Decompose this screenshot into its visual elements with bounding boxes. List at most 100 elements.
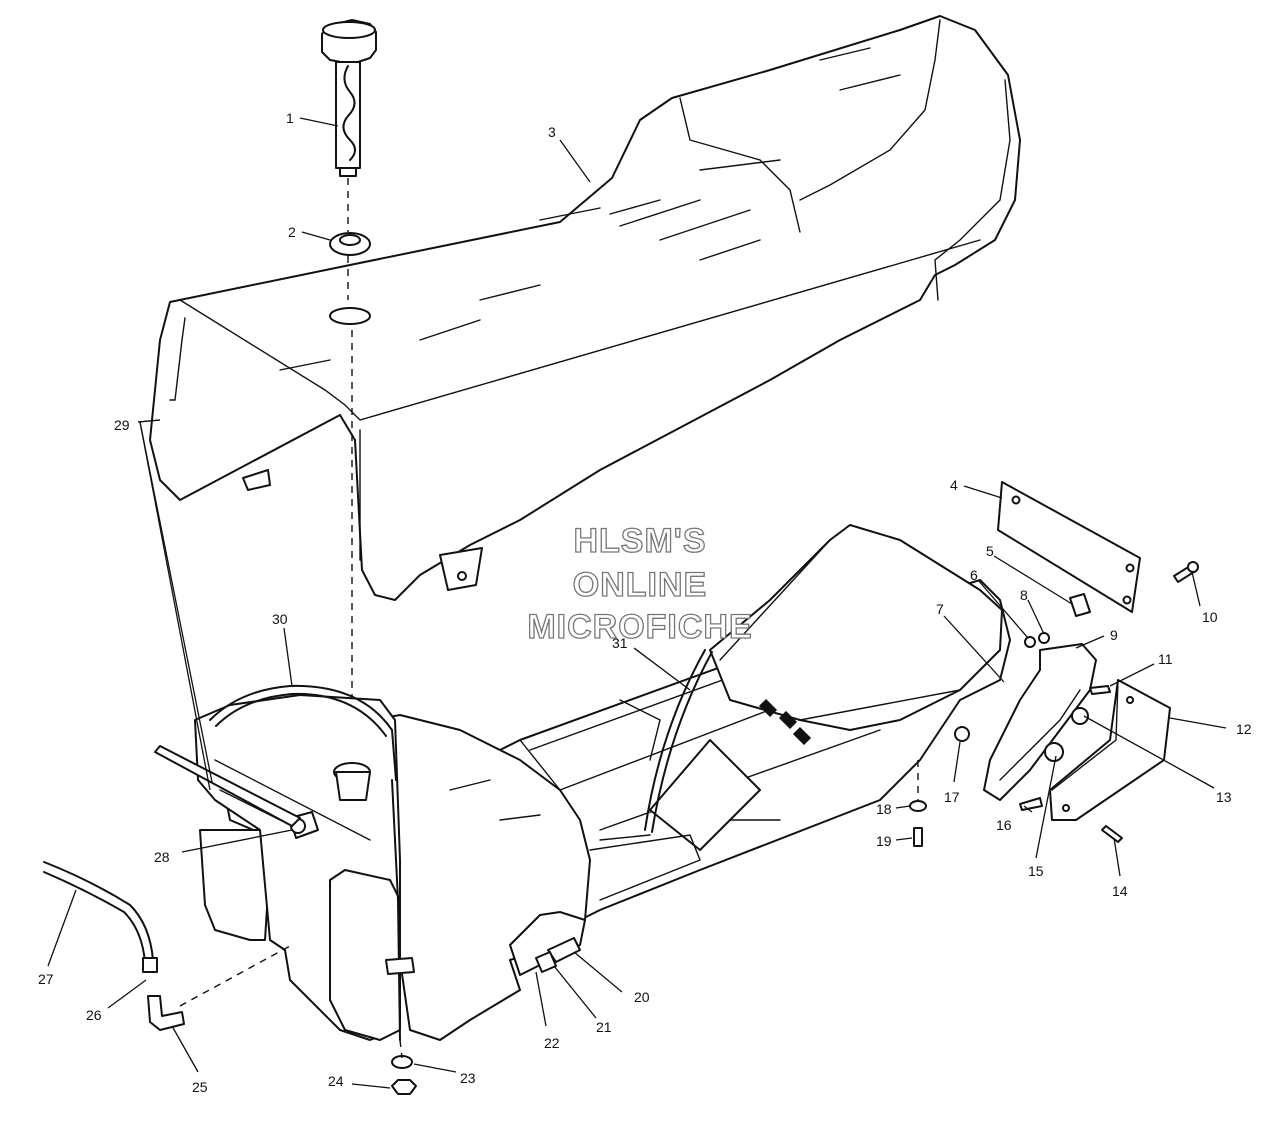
bulb-13 (1071, 707, 1089, 725)
plate-hole-2 (1125, 563, 1135, 573)
seat-hook-right (439, 547, 483, 591)
callout-12: 12 (1236, 721, 1252, 737)
grommet-part (329, 232, 371, 256)
strap-dash (399, 1039, 403, 1059)
peg-3 (792, 726, 812, 746)
callout-7: 7 (936, 601, 944, 617)
screw-19 (913, 827, 923, 847)
callout-27: 27 (38, 971, 54, 987)
license-plate (997, 481, 1141, 613)
fuel-line-inner (43, 871, 146, 963)
callout-8: 8 (1020, 587, 1028, 603)
leader-lines (47, 117, 1227, 1089)
callout-14: 14 (1112, 883, 1128, 899)
callout-22: 22 (544, 1035, 560, 1051)
seat-pleat-5 (699, 159, 781, 171)
seat-hook-left (242, 469, 271, 491)
seat-pleat-1 (539, 207, 601, 221)
watermark-line-3: MICROFICHE (527, 608, 752, 646)
seat-fuel-opening (329, 307, 371, 325)
rear-cushion (709, 524, 1003, 731)
vent-strip (154, 745, 301, 827)
grommet-17 (954, 726, 970, 742)
seat-top-crease (179, 239, 981, 421)
callout-numbers: 1 2 3 4 5 6 7 8 9 10 11 12 13 14 15 16 1… (38, 110, 1252, 1095)
tank-seam (214, 759, 371, 841)
housing-notch (509, 911, 586, 976)
fuel-line-outer (43, 861, 154, 961)
elbow-dash (179, 945, 291, 1007)
callout-1: 1 (286, 110, 294, 126)
fitting-21 (535, 951, 557, 973)
housing-top-mark-2 (499, 814, 541, 821)
callout-17: 17 (944, 789, 960, 805)
callout-5: 5 (986, 543, 994, 559)
gauge-wave (342, 65, 356, 161)
seat-rear-ridge (799, 19, 941, 201)
housing-side (519, 739, 561, 791)
callout-18: 18 (876, 801, 892, 817)
hose-31 (644, 649, 706, 831)
callout-10: 10 (1202, 609, 1218, 625)
callout-31: 31 (612, 635, 628, 651)
washer-6 (1024, 636, 1036, 648)
light-housing (983, 643, 1097, 801)
seat-pleat-8 (699, 239, 761, 261)
elbow-fitting (147, 995, 185, 1031)
peg-1 (758, 698, 778, 718)
assembly-axis (347, 178, 353, 760)
bracket-12 (1049, 679, 1171, 821)
seat-pleat-2 (609, 199, 661, 215)
plate-hole-3 (1122, 595, 1132, 605)
cap-top-face (322, 21, 376, 39)
rear-cushion-crease (719, 539, 831, 661)
callout-20: 20 (634, 989, 650, 1005)
callout-16: 16 (996, 817, 1012, 833)
callout-28: 28 (154, 849, 170, 865)
callout-26: 26 (86, 1007, 102, 1023)
seat-outline (149, 15, 1021, 601)
callout-30: 30 (272, 611, 288, 627)
hose-31-b (651, 651, 713, 833)
bracket-5 (1069, 593, 1091, 617)
tank-strap (391, 779, 401, 1041)
seat-back-ridge (679, 97, 801, 233)
callout-9: 9 (1110, 627, 1118, 643)
fuel-line-clamp (142, 957, 158, 973)
seat-base (499, 524, 1011, 931)
seat-pleat-4 (659, 209, 751, 241)
gauge-tip (339, 167, 357, 177)
callout-21: 21 (596, 1019, 612, 1035)
callout-24: 24 (328, 1073, 344, 1089)
seat-pleat-11 (479, 284, 541, 301)
tank-strap-bracket (385, 957, 415, 975)
rear-cushion-edge (799, 689, 961, 721)
light-housing-edge (999, 689, 1081, 781)
vent-hose (209, 684, 397, 781)
seat-pleat-9 (419, 319, 481, 341)
bracket-hole-1 (1126, 696, 1134, 704)
callout-25: 25 (192, 1079, 208, 1095)
fuel-tank (194, 694, 415, 1041)
base-rail-4 (619, 699, 661, 761)
grommet-inner (339, 234, 361, 246)
callout-3: 3 (548, 124, 556, 140)
callout-29: 29 (114, 417, 130, 433)
watermark-line-2: ONLINE (573, 566, 707, 604)
screw-10-head (1187, 561, 1199, 573)
screw-11 (1089, 685, 1111, 695)
callout-11: 11 (1158, 651, 1173, 667)
tank-filler-body (335, 771, 371, 801)
peg-2 (778, 710, 798, 730)
seat-part (149, 15, 1021, 601)
bracket-12-fold (1051, 679, 1119, 791)
plate-body (997, 481, 1141, 613)
screw-14 (1101, 825, 1123, 843)
watermark: HLSM'S ONLINE MICROFICHE (527, 521, 753, 646)
nut-24 (391, 1079, 417, 1095)
watermark-line-1: HLSM'S (573, 522, 706, 560)
callout-13: 13 (1216, 789, 1232, 805)
bulb-15 (1044, 742, 1064, 762)
seat-front-fold (169, 317, 186, 401)
